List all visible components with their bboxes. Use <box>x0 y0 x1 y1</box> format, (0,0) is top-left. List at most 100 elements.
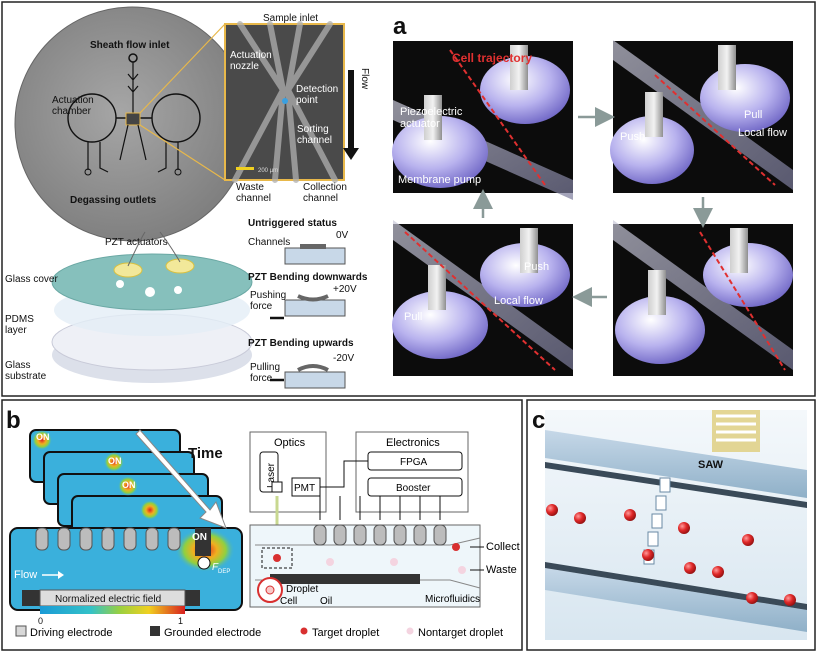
svg-text:F: F <box>212 562 219 573</box>
svg-text:FPGA: FPGA <box>400 457 428 468</box>
state-untriggered-diagram <box>284 247 346 265</box>
chip-ground <box>270 574 420 584</box>
saw-label: SAW <box>698 459 724 471</box>
svg-text:Optics: Optics <box>274 437 306 449</box>
label-line: point <box>296 95 318 106</box>
render-2: Push Pull Local flow <box>610 40 793 193</box>
flow-arrow <box>348 70 354 150</box>
svg-text:ON: ON <box>36 432 50 442</box>
label-line: chamber <box>52 106 92 117</box>
piezo-actuator <box>424 95 442 140</box>
sheath-channel <box>127 62 139 116</box>
panel-c: c SAW <box>526 399 816 651</box>
sample-inlet-label: Sample inlet <box>263 13 318 24</box>
svg-text:Droplet: Droplet <box>286 584 318 595</box>
panel-b-letter: b <box>6 407 21 434</box>
svg-text:Normalized electric field: Normalized electric field <box>55 594 161 605</box>
render-3: Pull Push Local flow <box>392 220 573 376</box>
label-line: channel <box>236 193 271 204</box>
droplets-c <box>546 504 796 606</box>
svg-text:0: 0 <box>38 616 43 626</box>
legend-nontarget-swatch <box>406 627 414 635</box>
render-4 <box>613 220 793 376</box>
svg-text:Push: Push <box>524 261 549 273</box>
label-line: actuator <box>400 118 440 130</box>
pull-label: Pull <box>744 109 762 121</box>
label-line: force <box>250 373 273 384</box>
degassing-channels <box>87 124 179 173</box>
cell-trajectory-label: Cell trajectory <box>452 51 532 65</box>
panel-b: b ON ON ON ON F <box>1 399 523 651</box>
legend-target-swatch <box>300 627 308 635</box>
svg-text:ON: ON <box>192 532 207 543</box>
pzt-states: Untriggered status Channels 0V PZT Bendi… <box>248 218 368 389</box>
svg-text:ON: ON <box>122 480 136 490</box>
svg-text:Booster: Booster <box>396 483 431 494</box>
channel-wall-bottom <box>545 568 807 632</box>
label-line: nozzle <box>230 61 259 72</box>
collect-label: Collect <box>486 541 520 553</box>
svg-text:Driving electrode: Driving electrode <box>30 627 113 639</box>
electrodes-main <box>35 527 181 551</box>
svg-text:1: 1 <box>178 616 183 626</box>
scale-bar <box>236 167 254 170</box>
pzt-right <box>165 258 195 274</box>
pzt-left <box>113 262 143 278</box>
svg-text:+20V: +20V <box>333 284 357 295</box>
waste-b-label: Waste <box>486 564 517 576</box>
svg-text:Pull: Pull <box>404 311 422 323</box>
svg-text:Channels: Channels <box>248 237 290 248</box>
membrane-pump <box>392 116 488 188</box>
down-title: PZT Bending downwards <box>248 272 368 283</box>
svg-text:Cell: Cell <box>280 596 297 607</box>
local-flow-label: Local flow <box>738 127 787 139</box>
panel-c-letter: c <box>532 407 545 434</box>
glass-cover-layer <box>51 253 253 311</box>
label-line: substrate <box>5 371 47 382</box>
untriggered-label: Untriggered status <box>248 218 337 229</box>
legend-grounded-swatch <box>150 626 160 636</box>
up-title: PZT Bending upwards <box>248 338 354 349</box>
flow-b-label: Flow <box>14 569 37 581</box>
label-line: force <box>250 301 273 312</box>
label-line: channel <box>303 193 338 204</box>
degassing-label: Degassing outlets <box>70 195 157 206</box>
zoom-lines <box>139 23 226 181</box>
svg-text:DEP: DEP <box>218 569 230 575</box>
electronics-box <box>355 431 469 513</box>
panel-a-letter: a <box>393 13 407 40</box>
channel-wall-top <box>545 430 807 498</box>
cell-trajectory-line <box>449 49 546 186</box>
svg-text:0V: 0V <box>336 230 349 241</box>
svg-text:Target droplet: Target droplet <box>312 627 379 639</box>
svg-text:Grounded electrode: Grounded electrode <box>164 627 261 639</box>
glass-cover-label: Glass cover <box>5 274 58 285</box>
chip-center <box>125 112 141 126</box>
svg-text:200 µm: 200 µm <box>258 168 278 174</box>
system-schematic: Optics Laser PMT Electronics FPGA Booste… <box>249 431 520 608</box>
booster-wires <box>319 496 441 520</box>
svg-text:Electronics: Electronics <box>386 437 440 449</box>
svg-text:Local flow: Local flow <box>494 295 543 307</box>
pzt-label: PZT actuators <box>105 237 168 248</box>
booster-box <box>367 477 463 497</box>
target-cell-main <box>197 556 211 570</box>
state-down-diagram <box>284 299 346 317</box>
label-line: channel <box>297 135 332 146</box>
state-up-diagram <box>284 371 346 389</box>
